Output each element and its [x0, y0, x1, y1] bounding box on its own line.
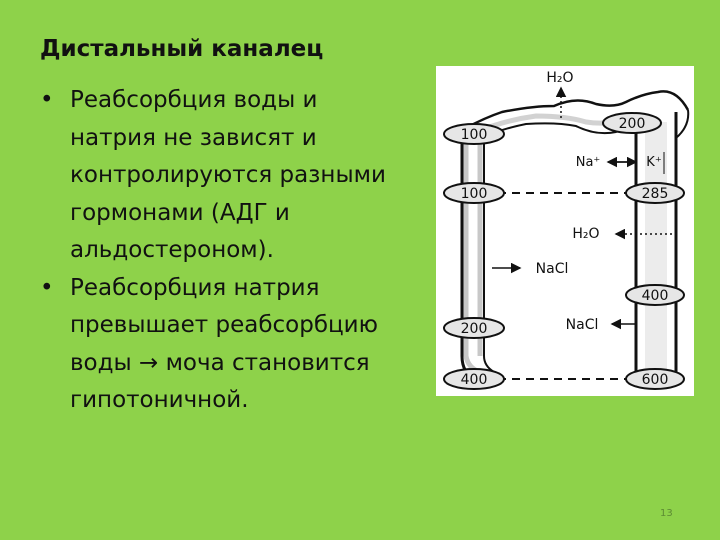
label-k: K⁺ [646, 155, 661, 170]
osmolarity-oval-left-top [443, 123, 505, 145]
osmolarity-left-top: 100 [461, 127, 488, 143]
bullet-marker: • [40, 274, 54, 301]
bullet-list: • Реабсорбция воды и натрия не зависят и… [40, 82, 410, 420]
bullet-text: Реабсорбция воды и натрия не зависят и к… [70, 87, 386, 263]
label-h2o-top: H₂O [546, 70, 573, 86]
osmolarity-oval-left-bottom [443, 368, 505, 390]
osmolarity-left-mid: 100 [461, 186, 488, 202]
label-nacl-right: NaCl [566, 317, 599, 333]
osmolarity-oval-left-mid [443, 182, 505, 204]
osmolarity-left-bottom: 400 [461, 372, 488, 388]
label-nacl-left: NaCl [536, 261, 569, 277]
osmolarity-oval-right-bottom [625, 368, 685, 390]
osmolarity-right-top: 200 [619, 116, 646, 132]
nephron-diagram: 100 100 200 400 200 285 400 600 H₂O Na⁺ … [436, 66, 694, 396]
slide-title: Дистальный каналец [40, 36, 324, 62]
bullet-item: • Реабсорбция воды и натрия не зависят и… [40, 82, 410, 270]
osmolarity-right-low: 400 [642, 288, 669, 304]
distal-tubule-upper-wall [461, 90, 690, 132]
osmolarity-left-low: 200 [461, 321, 488, 337]
osmolarity-right-mid: 285 [642, 186, 669, 202]
bullet-item: • Реабсорбция натрия превышает реабсорбц… [40, 270, 410, 420]
label-h2o-mid: H₂O [572, 226, 599, 242]
osmolarity-oval-right-low [625, 284, 685, 306]
osmolarity-right-bottom: 600 [642, 372, 669, 388]
page-number: 13 [660, 508, 673, 519]
diagram-svg: 100 100 200 400 200 285 400 600 H₂O Na⁺ … [443, 70, 690, 390]
bullet-marker: • [40, 87, 54, 113]
label-na: Na⁺ [576, 155, 601, 170]
osmolarity-oval-left-low [443, 317, 505, 339]
bullet-text: Реабсорбция натрия превышает реабсорбцию… [70, 274, 378, 414]
osmolarity-oval-right-mid [625, 182, 685, 204]
osmolarity-oval-right-top [602, 112, 662, 134]
